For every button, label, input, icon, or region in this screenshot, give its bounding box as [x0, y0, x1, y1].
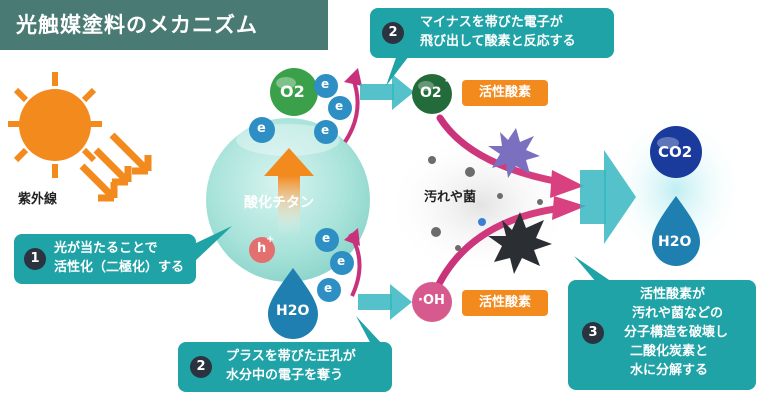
o2-label: O2: [280, 82, 305, 101]
callout-step3: 3 活性酸素が 汚れや菌などの 分子構造を破壊し 二酸化炭素と 水に分解する: [568, 280, 756, 390]
step-number: 2: [382, 22, 404, 44]
excitation-arrow-icon: [264, 148, 314, 236]
uv-rays-icon: [79, 132, 152, 202]
uv-label: 紫外線: [18, 192, 58, 207]
step-number: 2: [190, 356, 212, 378]
callout-step1: 1 光が当たることで 活性化（二極化）する: [14, 234, 196, 284]
callout-text: 二酸化炭素と: [630, 344, 709, 359]
particle-icons: [428, 156, 543, 251]
step-number: 3: [582, 322, 604, 344]
active-oxygen-tag-bottom: 活性酸素: [462, 290, 548, 316]
electron-label: e: [321, 123, 330, 137]
electron-icons: [249, 74, 354, 302]
flow-arrow-bottom-icon: [358, 284, 412, 320]
h2o-product-label: H2O: [658, 234, 692, 250]
hole-plus-sign: +: [266, 234, 275, 245]
h2o-label: H2O: [276, 303, 310, 319]
callout-text: 光が当たることで: [54, 241, 158, 256]
o2-minus-label: O2: [420, 85, 442, 101]
callout-text: 活性酸素が: [640, 287, 706, 302]
callout-text: マイナスを帯びた電子が: [420, 15, 563, 30]
electron-label: e: [322, 231, 331, 245]
co2-molecule-icon: [650, 126, 702, 178]
o2-molecule-icon: [270, 68, 318, 116]
callout-text: 水に分解する: [630, 363, 709, 378]
callout-text: 分子構造を破壊し: [624, 325, 729, 340]
sun-icon: [8, 72, 102, 178]
hole-icon: [249, 237, 275, 263]
h2o-drop-icon: [268, 268, 318, 339]
output-arrow-icon: [580, 150, 636, 244]
step-number: 1: [24, 248, 46, 270]
reaction-arrows-icon: [433, 114, 566, 292]
electron-label: e: [321, 77, 330, 91]
callout-text: 水分中の電子を奪う: [226, 368, 344, 383]
electron-label: e: [257, 121, 266, 136]
callout-text: 飛び出して酸素と反応する: [420, 34, 576, 49]
callout-text: プラスを帯びた正孔が: [226, 349, 356, 364]
callout-step2-bottom: 2 プラスを帯びた正孔が 水分中の電子を奪う: [178, 342, 392, 392]
oh-label: ·OH: [418, 293, 445, 308]
h2o-product-drop-icon: [652, 196, 700, 266]
callout-text: 活性化（二極化）する: [54, 260, 185, 275]
hole-label: h: [257, 241, 267, 256]
o2-minus-sign: -: [445, 74, 450, 87]
co2-label: CO2: [658, 143, 693, 161]
oh-molecule-icon: [412, 282, 452, 322]
dirt-label: 汚れや菌: [424, 190, 477, 205]
germ-dark-icon: [488, 212, 552, 274]
titanium-label: 酸化チタン: [244, 195, 314, 211]
electron-label: e: [324, 281, 333, 295]
electron-label: e: [337, 254, 346, 268]
callout-step2-top: 2 マイナスを帯びた電子が 飛び出して酸素と反応する: [370, 8, 614, 58]
active-oxygen-tag-top: 活性酸素: [462, 80, 548, 106]
callout-text: 汚れや菌などの: [632, 306, 724, 321]
o2-minus-molecule-icon: [412, 74, 452, 114]
electron-label: e: [335, 99, 344, 113]
page-title: 光触媒塗料のメカニズム: [0, 0, 328, 50]
flow-arrow-top-icon: [360, 74, 414, 110]
germ-icon: [488, 128, 540, 178]
